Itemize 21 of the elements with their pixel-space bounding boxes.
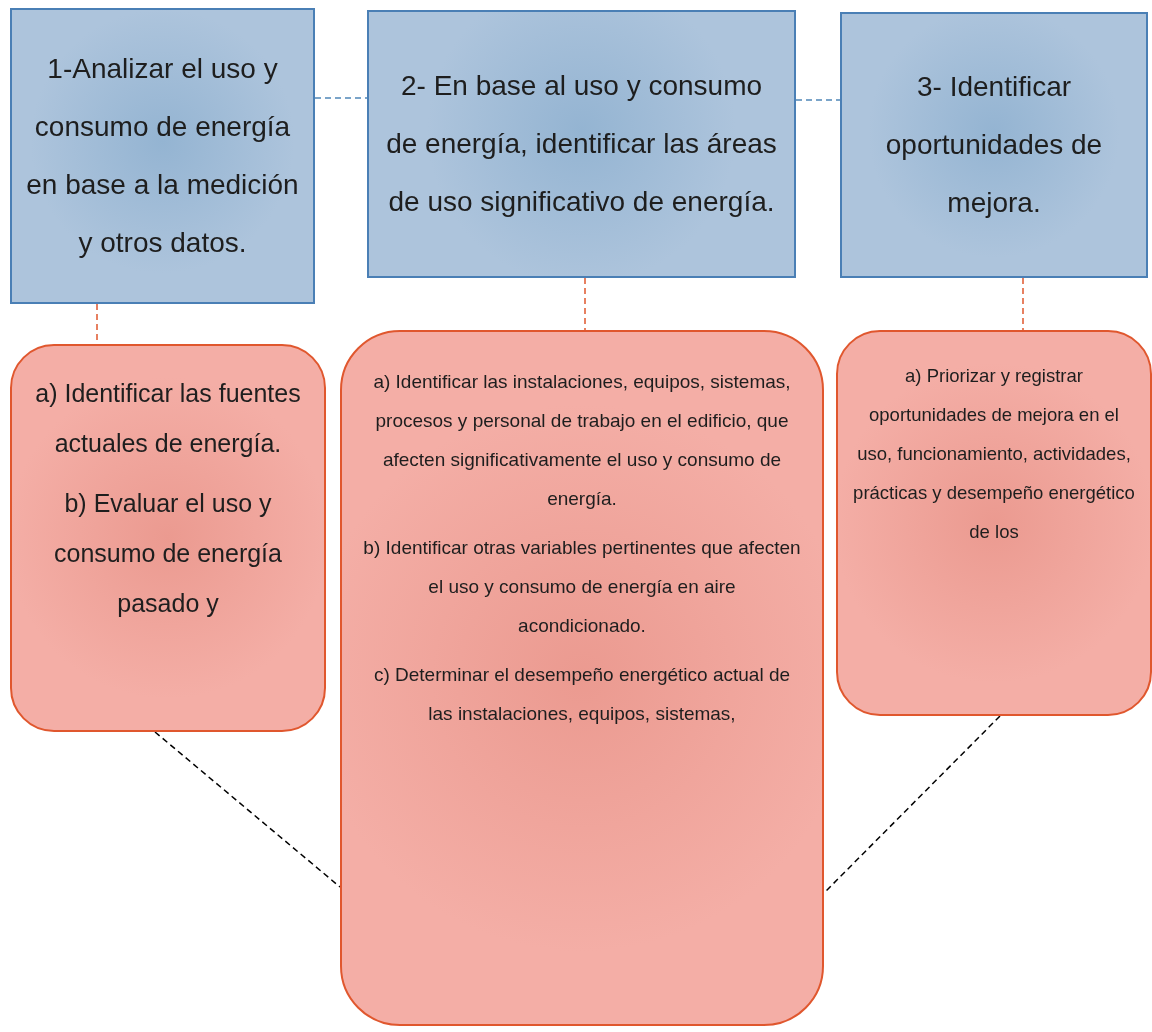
box-text: c) Determinar el desempeño energético actual de las instalaciones, equipos, sistemas,: [372, 663, 792, 726]
box-text: b) Identificar otras variables pertinentes que afecten el uso y consumo de energía en aire acondicionado.: [362, 536, 802, 638]
box-text: 2- En base al uso y consumo de energía, identificar las áreas de uso significativo de energía.: [385, 69, 778, 219]
connector-line: [1022, 277, 1024, 331]
connector-line: [584, 277, 586, 331]
box-text: a) Priorizar y registrar oportunidades de mejora en el uso, funcionamiento, actividades, prácticas y desempeño energético de los: [852, 364, 1136, 544]
box-text: a) Identificar las fuentes actuales de energía.: [34, 378, 302, 459]
box-text: b) Evaluar el uso y consumo de energía pasado y: [53, 488, 283, 619]
connector-line: [314, 97, 368, 99]
task-box: [836, 330, 1152, 716]
step-box: [367, 10, 796, 278]
connector-line: [823, 715, 1001, 894]
step-box: [840, 12, 1148, 278]
box-text: a) Identificar las instalaciones, equipos, sistemas, procesos y personal de trabajo en el edificio, que afecten significativamente el uso y consumo de energía.: [372, 370, 792, 511]
box-text: 3- Identificar oportunidades de mejora.: [884, 70, 1104, 220]
box-text: 1-Analizar el uso y consumo de energía en base a la medición y otros datos.: [26, 52, 299, 260]
step-box: [10, 8, 315, 304]
connector-line: [154, 731, 341, 888]
task-box: [10, 344, 326, 732]
task-box: [340, 330, 824, 1026]
connector-line: [795, 99, 841, 101]
